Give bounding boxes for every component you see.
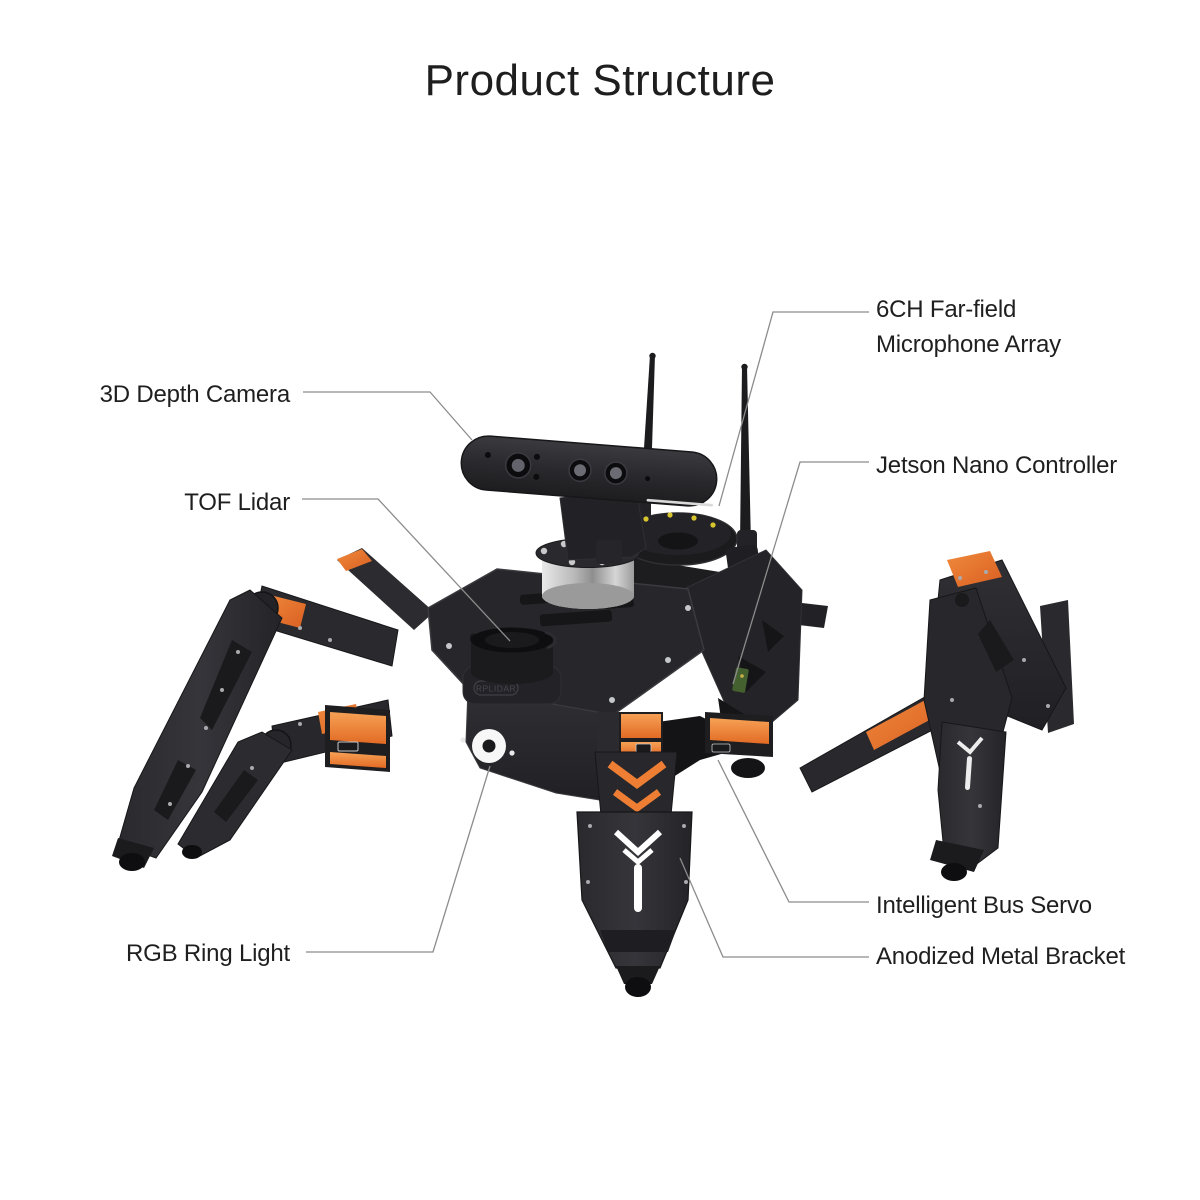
leg-mid-right: [799, 551, 1074, 881]
label-jetson-nano: Jetson Nano Controller: [876, 452, 1118, 479]
rgb-ring-light: [472, 729, 506, 763]
label-metal-bracket: Anodized Metal Bracket: [876, 943, 1126, 970]
leader-line-rgb-ring-light: [306, 765, 491, 953]
leader-line-metal-bracket: [679, 857, 869, 958]
camera-head-assembly: [460, 435, 718, 609]
leg-front-right: [705, 712, 773, 778]
shin-white-marking: [613, 829, 663, 912]
tof-lidar-unit: RPLIDAR: [462, 627, 562, 705]
page-title: Product Structure: [424, 56, 776, 105]
leader-lines: [302, 311, 869, 958]
label-mic-array-line2: Microphone Array: [876, 331, 1061, 358]
foot-front-right: [731, 758, 765, 778]
label-rgb-ring-light: RGB Ring Light: [126, 940, 290, 967]
label-depth-camera: 3D Depth Camera: [99, 381, 291, 408]
foot-mid-right: [941, 863, 967, 881]
leg-front-center: [576, 712, 693, 997]
label-bus-servo: Intelligent Bus Servo: [876, 892, 1092, 919]
mic-led-dots: [643, 512, 716, 528]
leader-line-tof-lidar: [302, 498, 511, 642]
lidar-logo-text: RPLIDAR: [476, 684, 516, 694]
leader-line-mic-array: [718, 311, 869, 507]
label-mic-array-line1: 6CH Far-field: [876, 296, 1017, 323]
foot-front-center: [625, 977, 651, 997]
foot-back-left: [119, 853, 145, 871]
leg-back-left: [112, 548, 434, 871]
camera-lenses: [484, 452, 651, 485]
leader-line-bus-servo: [717, 759, 869, 903]
foot-mid-left: [182, 845, 202, 859]
label-mic-array: 6CH Far-field Microphone Array: [876, 292, 1061, 362]
leader-line-jetson: [732, 461, 869, 685]
hip-servo-front-left: [325, 705, 390, 772]
label-tof-lidar: TOF Lidar: [184, 489, 290, 516]
depth-camera-bar: [460, 435, 718, 507]
leader-line-depth-camera: [303, 391, 473, 441]
wifi-antenna-right: [737, 363, 757, 566]
